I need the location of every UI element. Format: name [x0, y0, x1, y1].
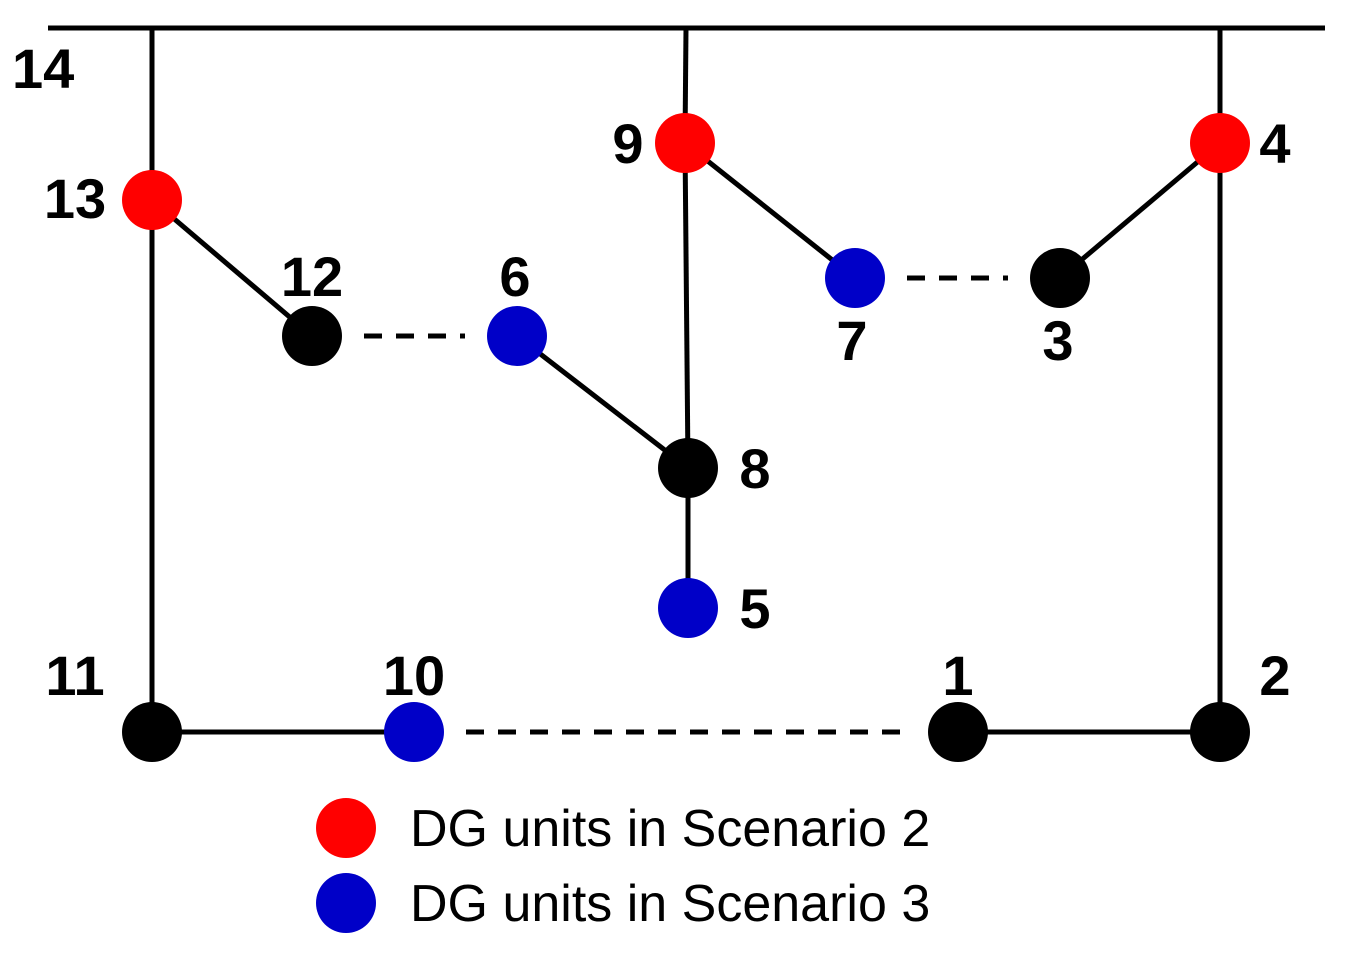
- node-label-1: 1: [942, 644, 973, 707]
- edge-9-7: [683, 141, 857, 280]
- node-9: [655, 113, 715, 173]
- node-2: [1190, 702, 1250, 762]
- node-3: [1030, 248, 1090, 308]
- node-5: [658, 578, 718, 638]
- edge-6-8: [515, 334, 690, 470]
- node-8: [658, 438, 718, 498]
- edge-13-12: [150, 198, 314, 338]
- node-11: [122, 702, 182, 762]
- legend: DG units in Scenario 2 DG units in Scenar…: [316, 798, 930, 933]
- node-label-3: 3: [1042, 309, 1073, 372]
- node-label-9: 9: [612, 112, 643, 175]
- legend-marker-scenario2: [316, 798, 376, 858]
- node-label-2: 2: [1259, 644, 1290, 707]
- node-label-5: 5: [739, 577, 770, 640]
- node-label-8: 8: [739, 437, 770, 500]
- node-label-7: 7: [836, 309, 867, 372]
- legend-label-scenario2: DG units in Scenario 2: [410, 800, 930, 858]
- node-label-11: 11: [45, 644, 104, 707]
- edge-9-8: [682, 142, 691, 469]
- node-12: [282, 306, 342, 366]
- node-label-4: 4: [1259, 112, 1290, 175]
- node-label-6: 6: [499, 245, 530, 308]
- bus-label: 14: [12, 37, 74, 100]
- legend-label-scenario3: DG units in Scenario 3: [410, 875, 930, 933]
- legend-marker-scenario3: [316, 873, 376, 933]
- edge-3-4: [1058, 141, 1222, 280]
- node-7: [825, 248, 885, 308]
- node-label-10: 10: [383, 644, 445, 707]
- node-label-12: 12: [281, 245, 343, 308]
- node-10: [384, 702, 444, 762]
- node-6: [487, 306, 547, 366]
- node-label-13: 13: [44, 167, 106, 230]
- node-13: [122, 170, 182, 230]
- node-4: [1190, 113, 1250, 173]
- node-1: [928, 702, 988, 762]
